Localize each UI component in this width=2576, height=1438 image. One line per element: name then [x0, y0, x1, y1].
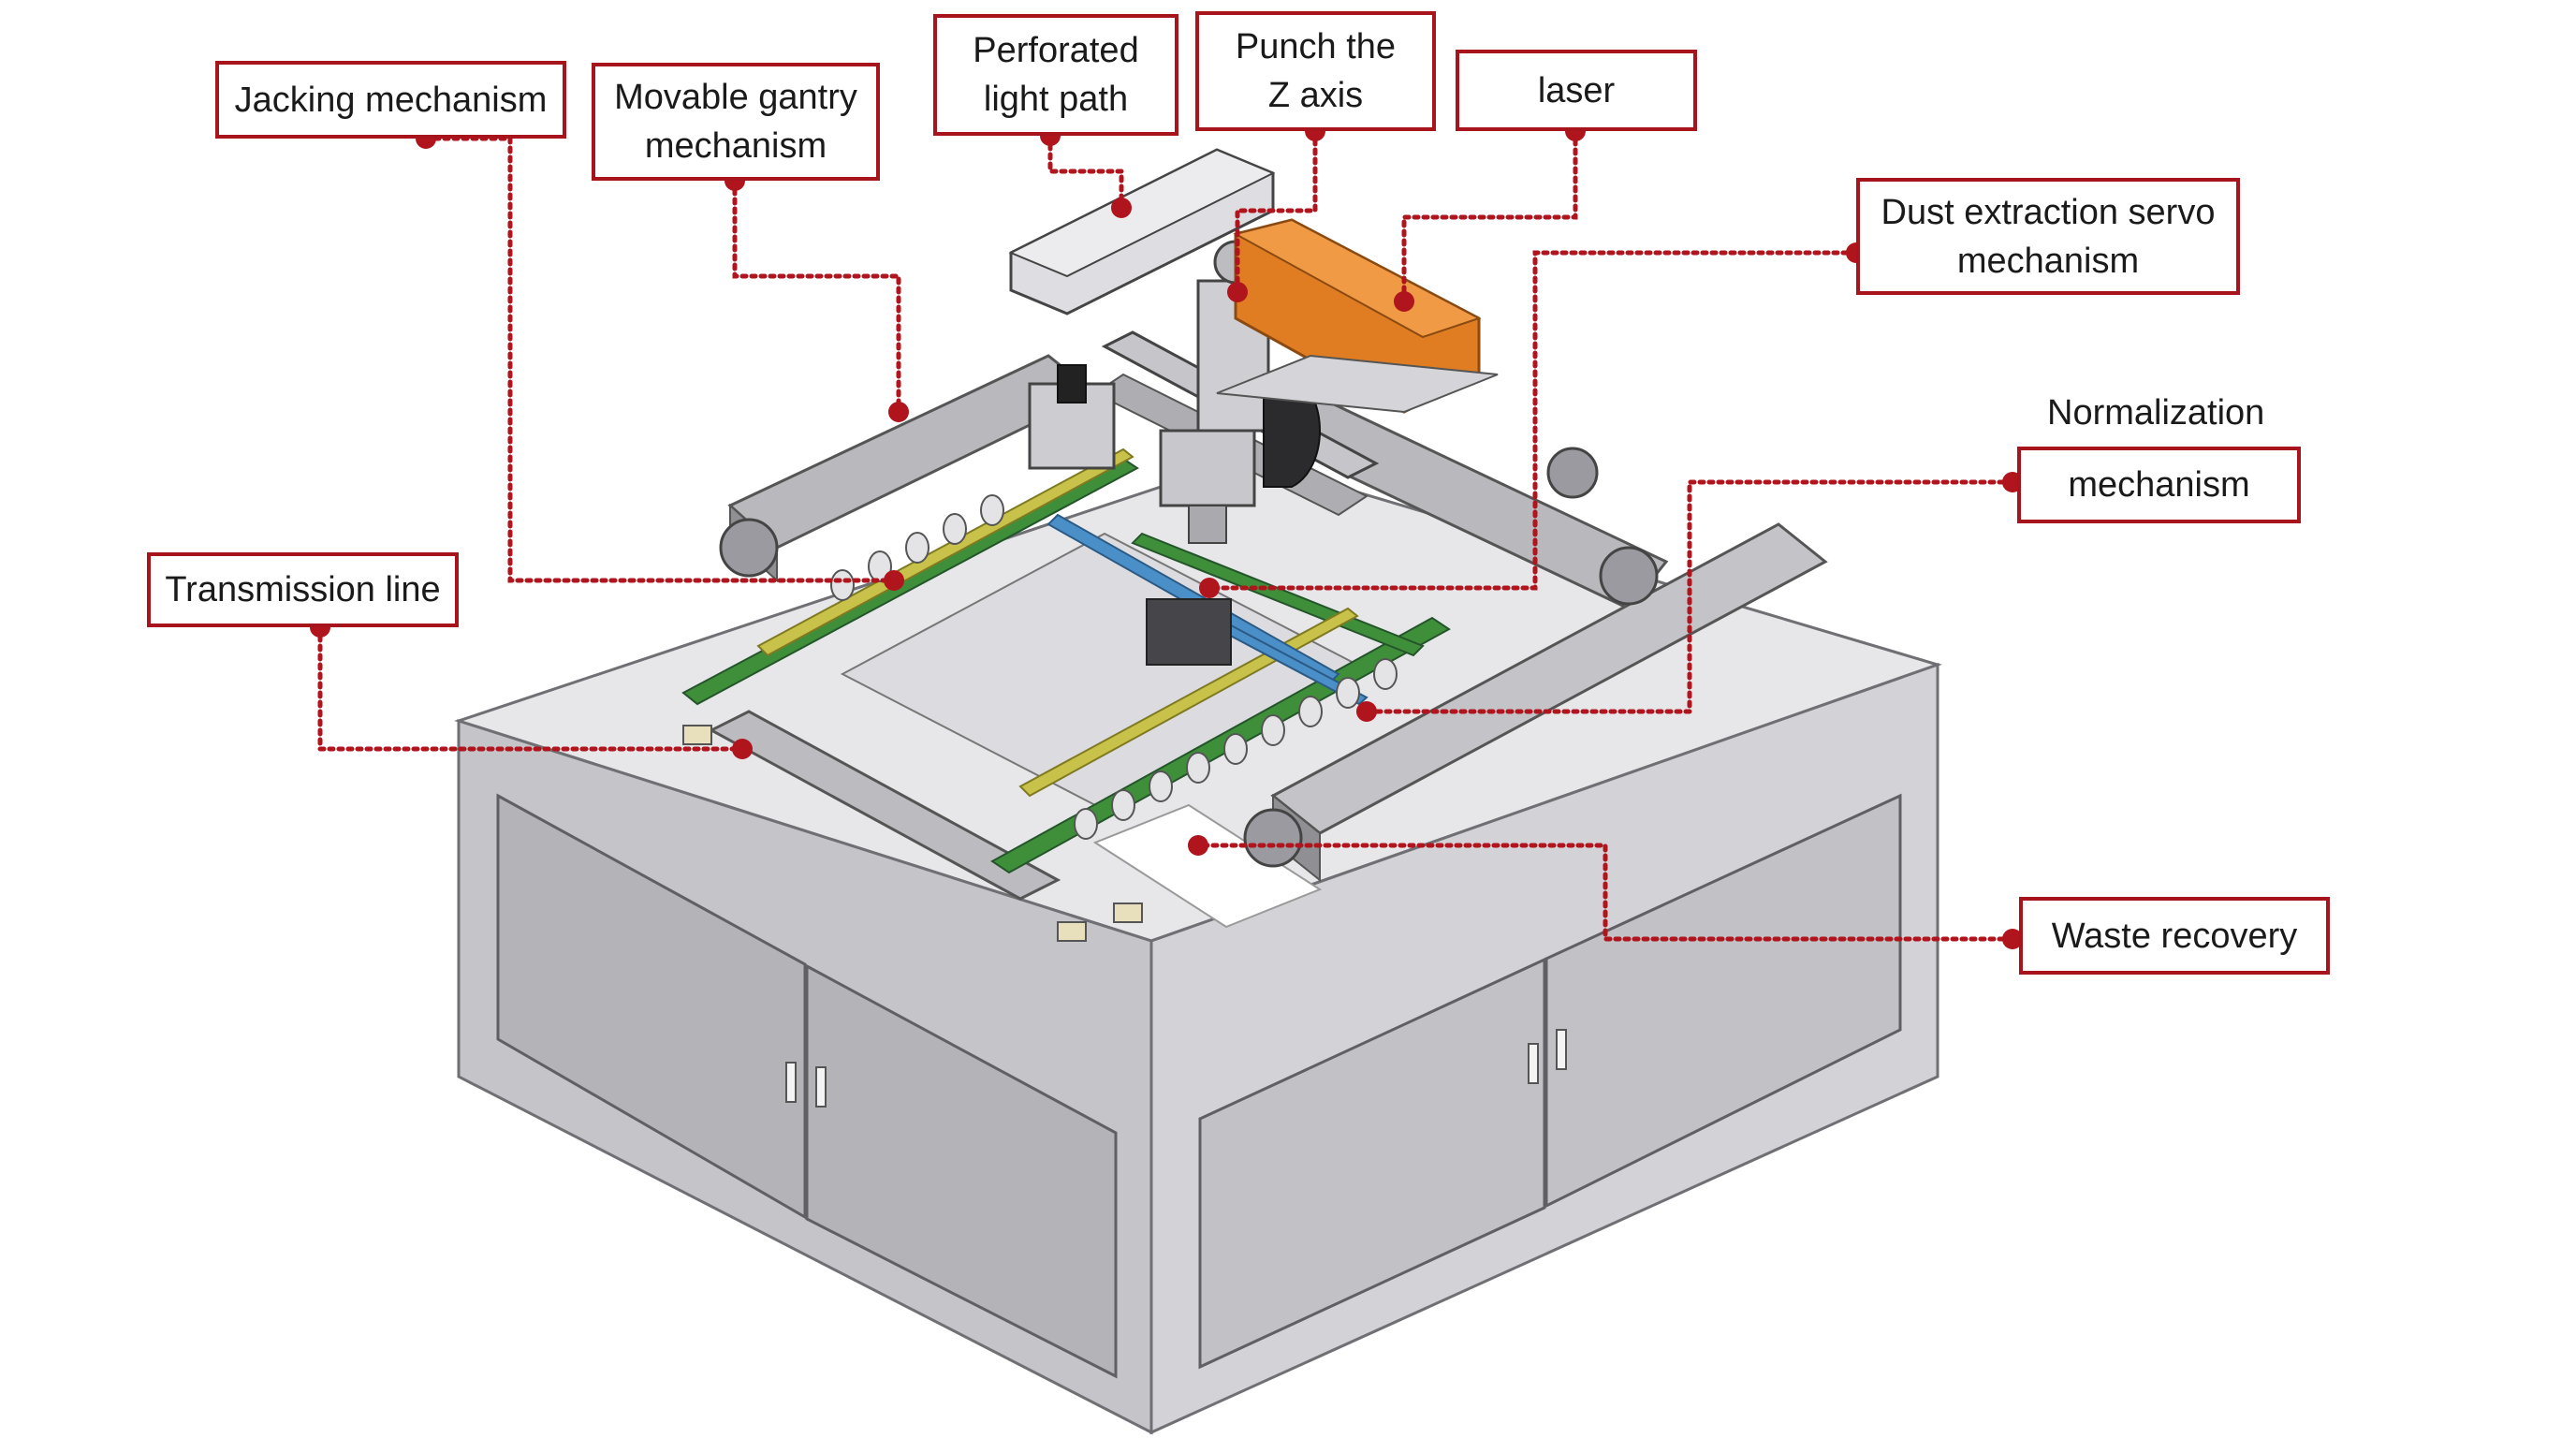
- label-text: mechanism: [2068, 465, 2250, 505]
- handle-icon: [1556, 1029, 1567, 1070]
- label-text: light path: [983, 80, 1129, 119]
- label-text: Perforated: [973, 31, 1139, 70]
- label-perforated-light-path: Perforated light path: [933, 14, 1178, 136]
- callout-dot: [2002, 929, 2023, 949]
- label-text: Waste recovery: [2051, 916, 2298, 956]
- callout-dot: [888, 402, 909, 422]
- label-text: Punch the: [1235, 27, 1397, 66]
- waste-opening: [1092, 803, 1323, 929]
- callout-lines: [317, 128, 2015, 942]
- callout-dot: [884, 570, 904, 591]
- callout-dot: [1188, 835, 1208, 856]
- callout-dot: [1394, 291, 1414, 312]
- handle-icon: [785, 1062, 797, 1103]
- label-text: mechanism: [644, 126, 827, 166]
- label-normalization-mechanism: mechanism: [2017, 447, 2301, 523]
- callout-dot: [1199, 578, 1220, 598]
- callout-dot: [1227, 282, 1248, 302]
- label-jacking-mechanism: Jacking mechanism: [215, 61, 566, 139]
- label-text: Transmission line: [165, 570, 441, 609]
- label-text: Z axis: [1267, 76, 1364, 115]
- roller-row: [830, 494, 1398, 840]
- label-transmission-line: Transmission line: [147, 552, 459, 627]
- gantry-assembly: [1008, 148, 1499, 666]
- motor-units: [719, 447, 1659, 868]
- label-normalization-top: Normalization: [2047, 393, 2265, 433]
- callout-dot: [1356, 701, 1377, 722]
- label-waste-recovery: Waste recovery: [2019, 897, 2330, 975]
- handle-icon: [815, 1066, 827, 1108]
- label-text: Dust extraction servo: [1881, 192, 2216, 232]
- label-dust-extraction-servo: Dust extraction servo mechanism: [1856, 178, 2240, 295]
- label-text: laser: [1537, 70, 1616, 110]
- label-laser: laser: [1456, 50, 1697, 131]
- callout-dot: [1111, 198, 1132, 218]
- foot-blocks: [682, 725, 1143, 942]
- label-text: Movable gantry: [614, 78, 857, 117]
- handle-icon: [1528, 1043, 1539, 1084]
- callout-dot: [732, 739, 753, 759]
- label-punch-z-axis: Punch the Z axis: [1195, 11, 1436, 131]
- label-movable-gantry: Movable gantry mechanism: [592, 63, 880, 181]
- conveyor-belts: [681, 448, 1451, 874]
- label-text: Jacking mechanism: [234, 80, 548, 120]
- label-text: mechanism: [1956, 241, 2140, 281]
